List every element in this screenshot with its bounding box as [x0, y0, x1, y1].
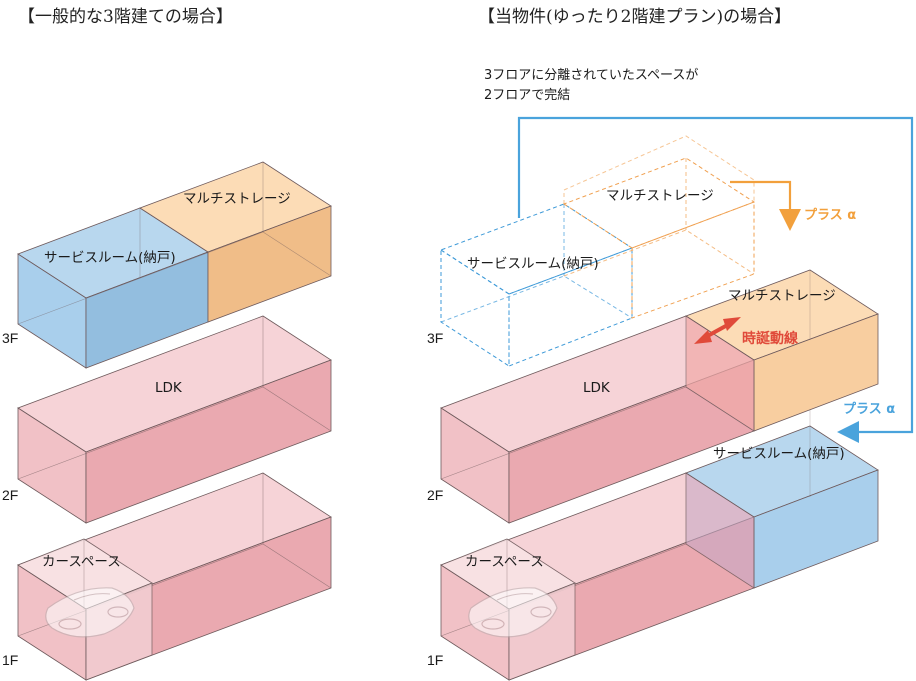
- right-floor-label-1f: 1F: [427, 652, 443, 668]
- right-ghost-3f-block: [439, 135, 756, 367]
- left-floor-2f-block: [17, 315, 332, 524]
- right-heading: 【当物件(ゆったり2階建プラン)の場合】: [478, 7, 791, 27]
- right-floor-label-2f: 2F: [427, 487, 443, 503]
- orange-plus-arrow: [730, 180, 801, 231]
- right-storage-label: マルチストレージ: [728, 288, 836, 304]
- flow-double-arrow: [694, 317, 741, 344]
- left-car-space-label: カースペース: [42, 554, 121, 570]
- right-floor-1f-block: [440, 472, 755, 681]
- right-floor-label-3f: 3F: [427, 330, 443, 346]
- left-ldk-label: LDK: [155, 380, 183, 396]
- left-floor-label-3f: 3F: [2, 330, 18, 346]
- right-floor-2f-block: [440, 315, 879, 589]
- blue-plus-label: プラス α: [843, 402, 895, 417]
- car-icon: [45, 587, 135, 638]
- right-service-label: サービスルーム(納戸): [713, 446, 845, 462]
- left-heading: 【一般的な3階建ての場合】: [18, 7, 233, 27]
- left-floor-3f-block: [17, 161, 332, 369]
- car-icon: [468, 587, 558, 638]
- left-floor-label-2f: 2F: [2, 487, 18, 503]
- right-storage-extension: [685, 269, 879, 432]
- left-floor-label-1f: 1F: [2, 652, 18, 668]
- right-car-space-label: カースペース: [465, 554, 544, 570]
- blue-plus-arrow: [517, 116, 914, 443]
- right-note-line1: 3フロアに分離されていたスペースが: [484, 68, 698, 83]
- right-ldk-label: LDK: [583, 380, 611, 396]
- left-service-label: サービスルーム(納戸): [44, 250, 176, 266]
- right-ghost-service-label: サービスルーム(納戸): [467, 256, 599, 272]
- left-floor-1f-block: [17, 472, 332, 681]
- right-ghost-storage-label: マルチストレージ: [606, 188, 714, 204]
- flow-label: 時誕動線: [742, 330, 798, 347]
- orange-plus-label: プラス α: [804, 208, 856, 223]
- left-storage-label: マルチストレージ: [183, 191, 291, 207]
- right-note-line2: 2フロアで完結: [484, 88, 570, 103]
